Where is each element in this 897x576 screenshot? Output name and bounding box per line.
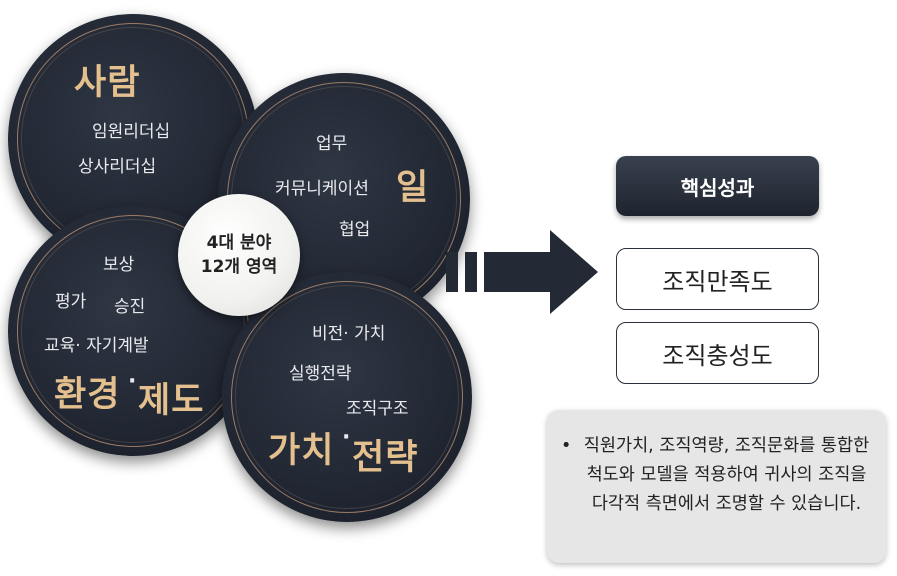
environment-dot: · — [128, 369, 137, 394]
value-circle: 비전· 가치 실행전략 조직구조 가치 · 전략 — [222, 272, 472, 522]
arrow-bar-2 — [465, 252, 477, 292]
value-title-a: 가치 — [268, 431, 335, 471]
value-item: 실행전략 — [289, 364, 352, 384]
center-line2: 12개 영역 — [200, 257, 278, 277]
environment-title-a: 환경 — [54, 375, 121, 415]
work-item: 협업 — [339, 220, 371, 240]
center-line1: 4대 분야 — [206, 233, 272, 253]
bullet-icon: • — [561, 436, 572, 456]
value-dot: · — [342, 425, 351, 450]
value-item: 비전· 가치 — [312, 324, 386, 344]
value-inner-ring — [235, 285, 459, 509]
environment-item: 승진 — [114, 297, 146, 317]
value-item: 조직구조 — [346, 399, 409, 419]
value-title-b: 전략 — [352, 438, 419, 478]
note-text: 직원가치, 조직역량, 조직문화를 통합한 척도와 모델을 적용하여 귀사의 조… — [583, 436, 870, 514]
environment-item: 보상 — [103, 255, 135, 275]
description-note: • 직원가치, 조직역량, 조직문화를 통합한 척도와 모델을 적용하여 귀사의… — [547, 410, 886, 563]
work-item: 커뮤니케이션 — [275, 179, 369, 199]
environment-title-b: 제도 — [138, 381, 205, 421]
work-title: 일 — [396, 168, 430, 208]
result-box: 조직충성도 — [616, 322, 819, 384]
environment-item: 평가 — [55, 292, 87, 312]
people-title: 사람 — [74, 63, 141, 103]
people-item: 임원리더십 — [92, 122, 171, 142]
arrow-right-icon — [498, 230, 598, 314]
work-item: 업무 — [316, 134, 348, 154]
center-badge: 4대 분야 12개 영역 — [178, 194, 300, 316]
people-item: 상사리더십 — [78, 157, 157, 177]
environment-circle: 보상 평가 승진 교육· 자기계발 환경 · 제도 — [8, 206, 258, 456]
core-outcome-header: 핵심성과 — [616, 156, 819, 216]
value-ring — [231, 281, 463, 513]
arrow-bar-3 — [484, 252, 498, 292]
environment-item: 교육· 자기계발 — [44, 336, 149, 356]
arrow-bar-1 — [446, 252, 458, 292]
result-box: 조직만족도 — [616, 248, 819, 310]
